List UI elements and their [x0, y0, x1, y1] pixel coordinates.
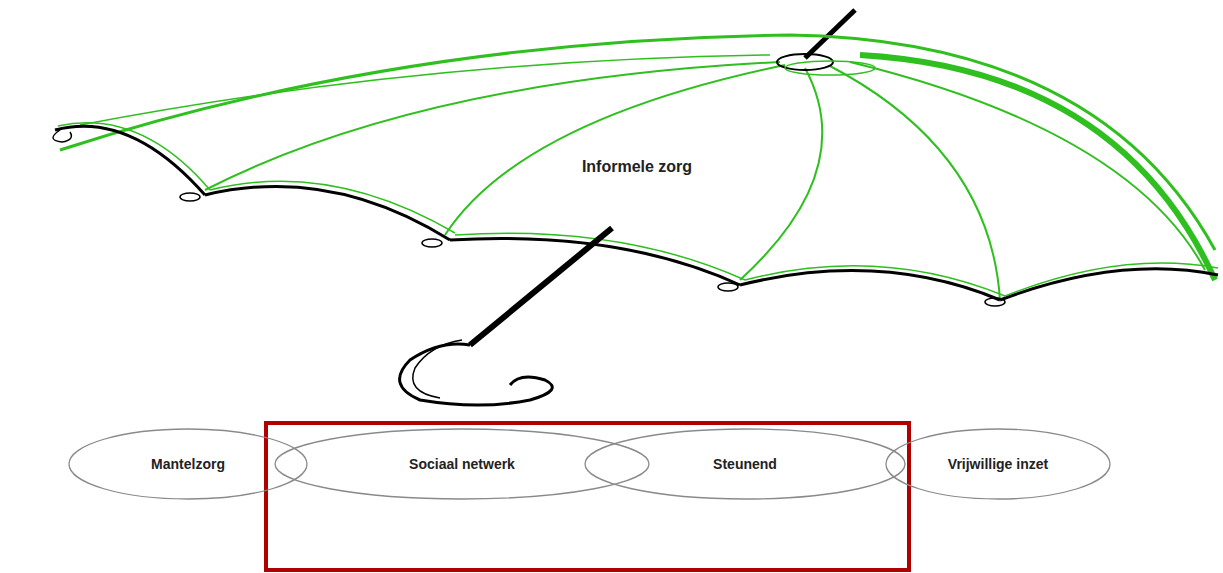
canopy-rim [860, 55, 1215, 280]
node-text: Vrijwillige inzet [948, 456, 1048, 472]
canopy-rim [60, 35, 1215, 250]
canopy-edge [55, 123, 1218, 300]
ferrule [785, 61, 875, 75]
ellipse-node: Mantelzorg [68, 428, 308, 500]
handle [470, 228, 612, 345]
highlight-box [266, 423, 909, 570]
ellipse-node: Sociaal netwerk [274, 428, 650, 500]
handle-crook [400, 344, 553, 405]
node-text: Sociaal netwerk [409, 456, 515, 472]
handle-crook [413, 340, 462, 398]
ellipse-node: Vrijwillige inzet [885, 428, 1111, 500]
canopy-rim [80, 55, 770, 125]
ellipse-node: Steunend [584, 428, 906, 500]
umbrella-tip [805, 10, 855, 58]
umbrella-label: Informele zorg [579, 157, 695, 177]
node-text: Mantelzorg [151, 456, 225, 472]
canopy-ribs [205, 62, 1205, 300]
canopy-curls [53, 130, 1005, 306]
node-text: Steunend [713, 456, 777, 472]
